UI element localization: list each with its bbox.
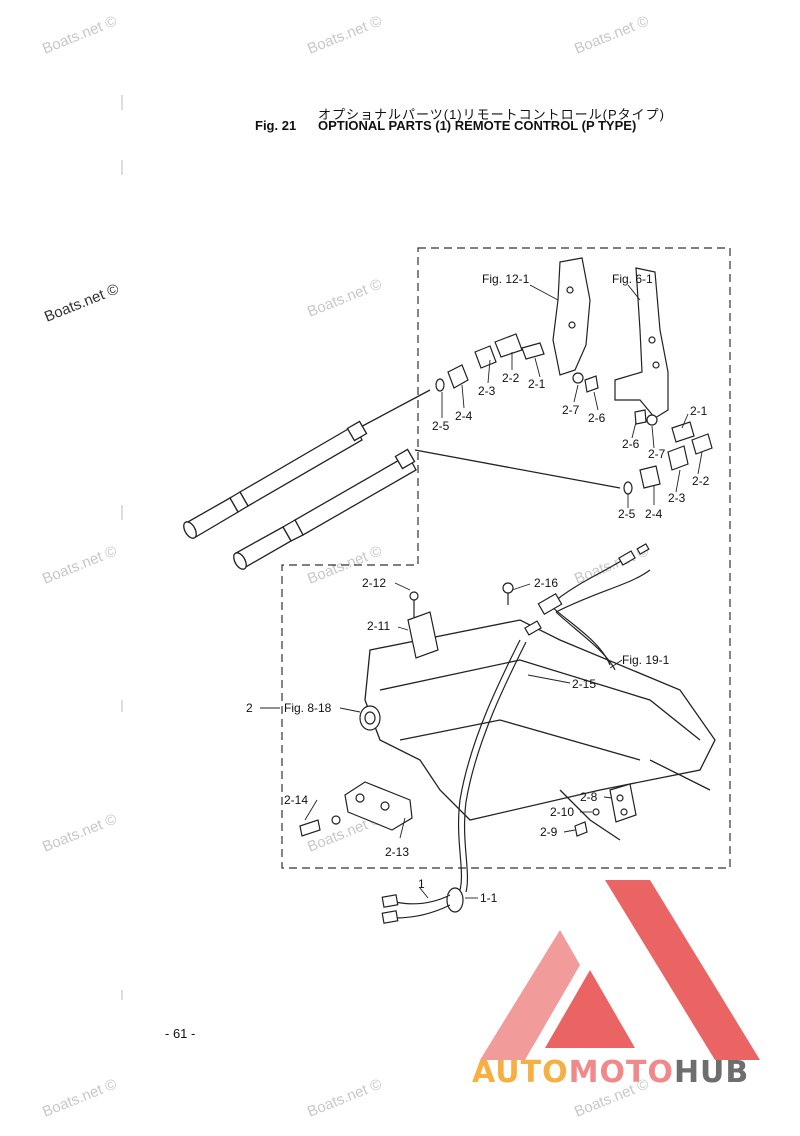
part-label-2-5: 2-5 (618, 507, 636, 521)
part-label-2-7: 2-7 (562, 403, 580, 417)
plate-2-13 (299, 781, 413, 837)
upper-connectors (435, 333, 599, 393)
part-label-2-2: 2-2 (502, 371, 520, 385)
part-label-2-3: 2-3 (478, 384, 496, 398)
part-label-2: 2 (246, 701, 253, 715)
page-title: OPTIONAL PARTS (1) REMOTE CONTROL (P TYP… (318, 118, 637, 133)
part-label-2-7: 2-7 (648, 447, 666, 461)
grommet (359, 705, 381, 731)
brand-part-hub: HUB (673, 1055, 750, 1090)
fig-ref-8-18: Fig. 8-18 (284, 701, 332, 715)
brand-part-moto: MOTO (568, 1055, 674, 1090)
page-number: - 61 - (165, 1026, 196, 1041)
cowling (364, 619, 716, 841)
part-label-2-2: 2-2 (692, 474, 710, 488)
bracket-fig12 (552, 257, 591, 376)
part-label-2-10: 2-10 (550, 805, 574, 819)
fig-ref-12-1: Fig. 12-1 (482, 272, 530, 286)
part-label-2-3: 2-3 (668, 491, 686, 505)
part-label-2-4: 2-4 (455, 409, 473, 423)
part-label-2-12: 2-12 (362, 576, 386, 590)
figure-number: Fig. 21 (255, 118, 297, 133)
brand-part-auto: AUTO (472, 1055, 569, 1090)
part-label-2-5: 2-5 (432, 419, 450, 433)
part-label-2-8: 2-8 (580, 790, 598, 804)
part-label-2-4: 2-4 (645, 507, 663, 521)
bracket-fig6 (614, 267, 669, 419)
part-label-2-1: 2-1 (528, 377, 546, 391)
fig-ref-6-1: Fig. 6-1 (612, 272, 653, 286)
lower-connectors (623, 409, 713, 495)
part-label-2-14: 2-14 (284, 793, 308, 807)
part-label-2-11: 2-11 (367, 619, 390, 633)
part-label-1-1: 1-1 (480, 891, 498, 905)
part-label-2-9: 2-9 (540, 825, 558, 839)
leader-lines (260, 284, 703, 899)
part-label-2-6: 2-6 (588, 411, 606, 425)
brand-wordmark: AUTOMOTOHUB (472, 1055, 749, 1090)
cable-lower (233, 448, 621, 570)
brand-logo-mark (480, 880, 760, 1060)
lead-wire (381, 887, 464, 924)
fig-ref-19-1: Fig. 19-1 (622, 653, 670, 667)
title-japanese: オプショナルパーツ(1)リモートコントロール(Pタイプ) (318, 107, 665, 122)
part-label-2-1: 2-1 (690, 404, 708, 418)
part-label-2-13: 2-13 (385, 845, 409, 859)
group-boundary (281, 247, 731, 869)
bracket-2-11 (407, 591, 439, 659)
part-label-2-6: 2-6 (622, 437, 640, 451)
part-label-2-16: 2-16 (534, 576, 558, 590)
harness (457, 543, 651, 893)
part-label-2-15: 2-15 (572, 677, 596, 691)
cable-upper (183, 389, 431, 539)
part-label-1: 1 (418, 877, 425, 891)
bracket-2-8 (574, 783, 637, 837)
